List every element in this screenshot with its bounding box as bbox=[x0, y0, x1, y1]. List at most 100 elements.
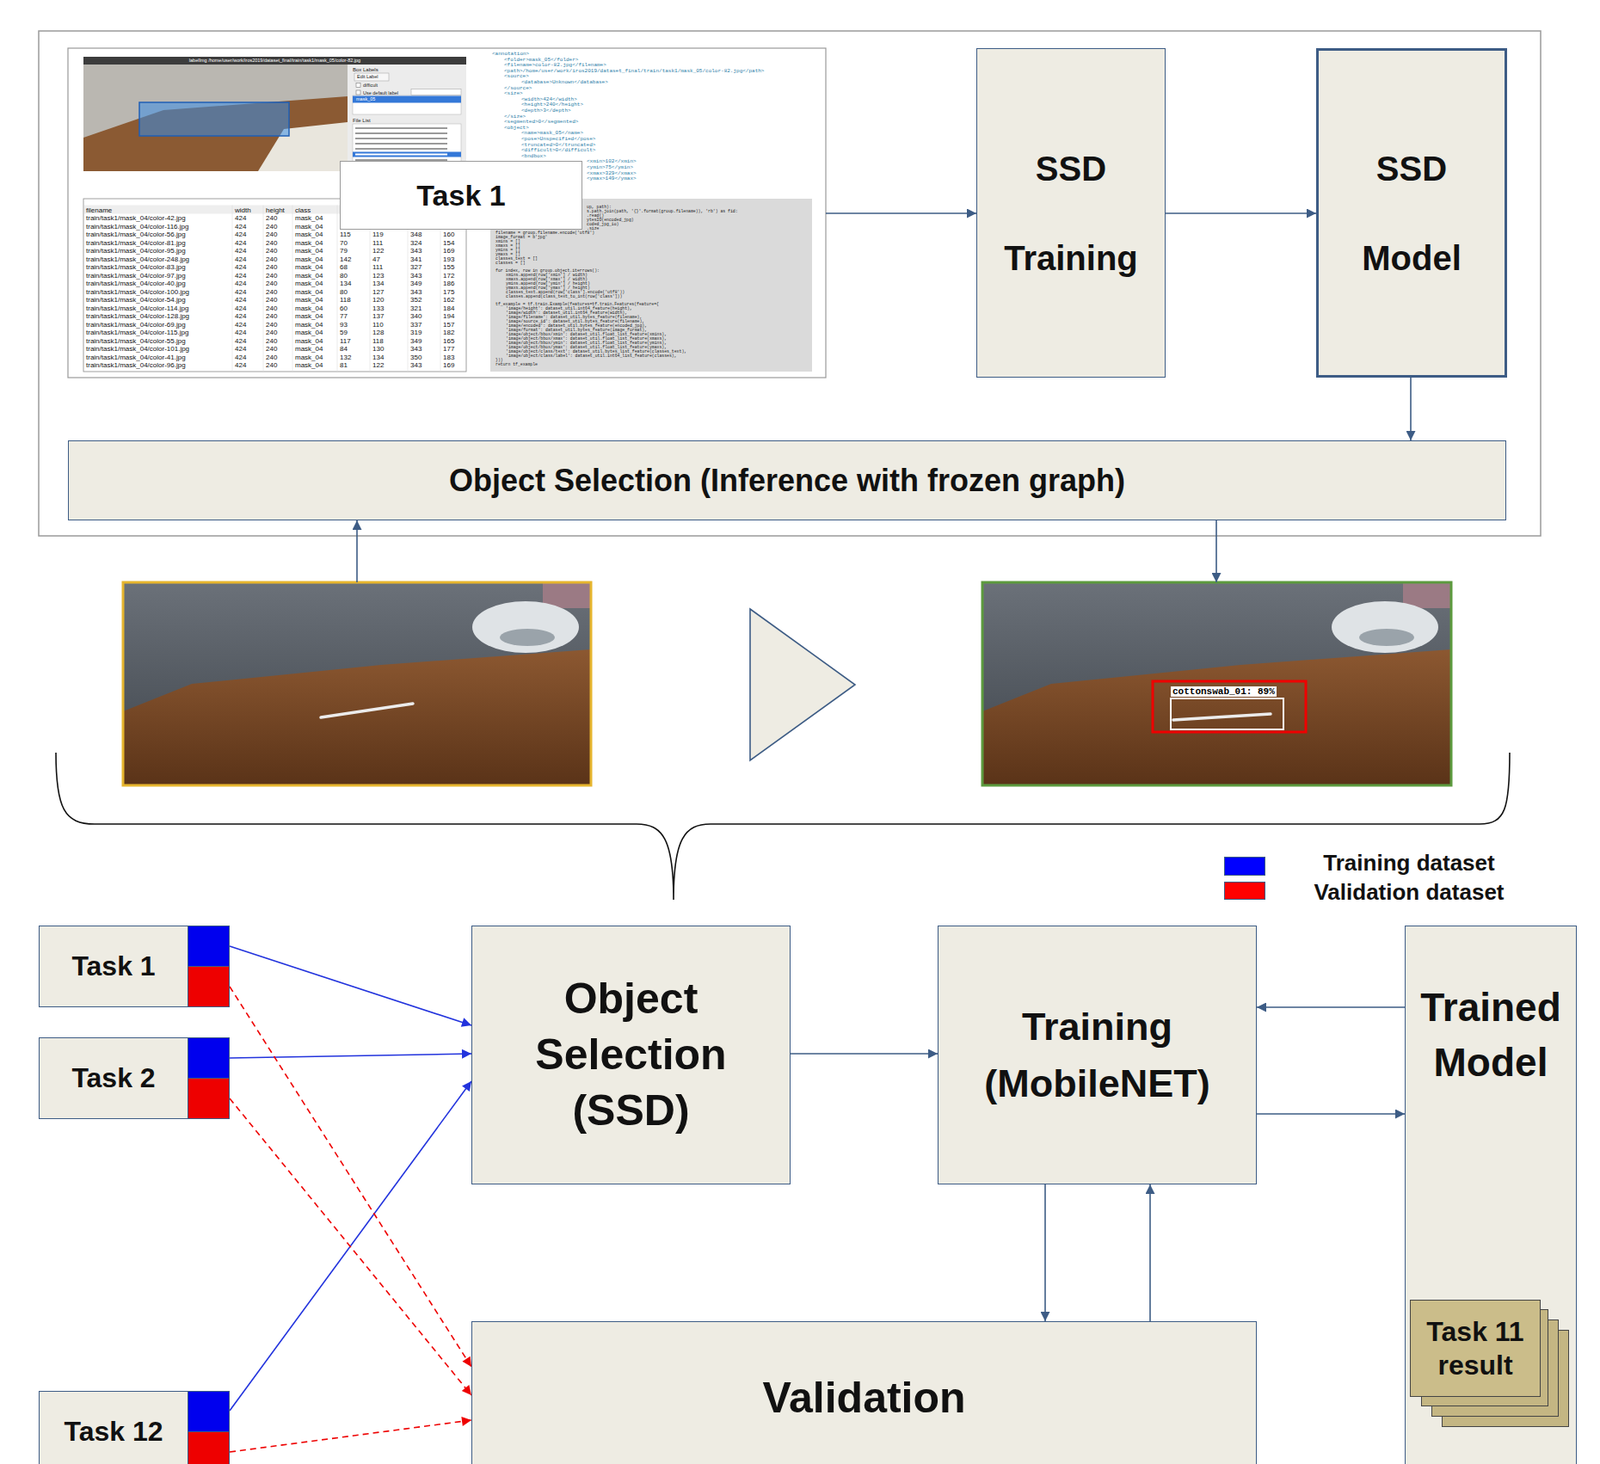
checkbox-label: Use default label bbox=[363, 90, 399, 97]
task-box: Task 12 bbox=[38, 1390, 230, 1464]
table-cell: mask_04 bbox=[295, 288, 323, 297]
table-cell: 240 bbox=[265, 304, 277, 314]
table-cell: mask_04 bbox=[295, 344, 323, 354]
table-cell: 424 bbox=[234, 239, 247, 248]
training-swatch bbox=[187, 1391, 229, 1433]
validation-swatch bbox=[187, 1078, 229, 1120]
table-cell: 122 bbox=[372, 246, 384, 256]
flow-connector bbox=[229, 986, 472, 1367]
task-label-box: Task 1 bbox=[339, 160, 583, 230]
xml-line: <name>mask_05</name> bbox=[521, 130, 584, 137]
xml-line: <path>/home/user/work/iros2019/dataset_f… bbox=[504, 68, 764, 75]
button-label: Edit Label bbox=[356, 73, 378, 80]
checkbox bbox=[356, 83, 361, 88]
table-cell: train/task1/mask_04/color-101.jpg bbox=[86, 344, 190, 354]
table-cell: 240 bbox=[265, 295, 277, 305]
input-field bbox=[411, 89, 462, 96]
table-cell: 80 bbox=[339, 288, 348, 297]
table-cell: 324 bbox=[410, 239, 422, 248]
xml-line: <depth>3</depth> bbox=[521, 108, 572, 115]
code-line: filename = group.filename.encode('utf8') bbox=[495, 230, 595, 235]
list-selection bbox=[352, 152, 462, 158]
code-line: 'image/encoded': dataset_util.bytes_feat… bbox=[505, 323, 647, 328]
table-cell: 160 bbox=[443, 230, 455, 240]
window-title: labelImg /home/user/work/iros2019/datase… bbox=[83, 56, 467, 65]
table-cell: 80 bbox=[339, 271, 348, 281]
text-block: Task 1 bbox=[416, 178, 505, 214]
code-line: xmins.append(row['xmin'] / width) bbox=[505, 272, 588, 277]
table-header: filename bbox=[86, 206, 112, 216]
table-cell: 240 bbox=[265, 214, 277, 223]
text-block: Task 1 bbox=[71, 949, 155, 983]
table-cell: mask_04 bbox=[295, 304, 323, 314]
process-bar: Object Selection (Inference with frozen … bbox=[67, 440, 1507, 521]
table-cell: 424 bbox=[234, 255, 247, 265]
list-box bbox=[352, 95, 462, 115]
table-cell: 240 bbox=[265, 246, 277, 256]
list-selection bbox=[352, 96, 462, 104]
flow-arrow bbox=[356, 520, 358, 583]
xml-line: <bndbox> bbox=[521, 153, 547, 160]
table-cell: 70 bbox=[339, 239, 348, 248]
flow-connector bbox=[790, 1052, 938, 1055]
table-cell: 240 bbox=[265, 271, 277, 281]
table-cell: mask_04 bbox=[295, 255, 323, 265]
table-cell: 424 bbox=[234, 353, 247, 363]
code-line: ytesIO(encoded_jpg) bbox=[586, 217, 634, 222]
result-card: Task 11 result bbox=[1409, 1299, 1541, 1397]
process-box: SSD Training bbox=[976, 48, 1166, 378]
validation-swatch bbox=[187, 966, 229, 1008]
table-grid bbox=[232, 205, 441, 373]
table-cell: 157 bbox=[443, 320, 455, 330]
table-cell: train/task1/mask_04/color-83.jpg bbox=[86, 263, 186, 272]
table-cell: 155 bbox=[443, 263, 455, 272]
table-header: class bbox=[295, 206, 311, 216]
flow-connector bbox=[229, 1053, 472, 1059]
code-line: up, path): bbox=[586, 204, 612, 210]
table-cell: train/task1/mask_04/color-97.jpg bbox=[86, 271, 186, 281]
code-line: 'image/object/class/text': dataset_util.… bbox=[505, 349, 687, 354]
code-line: ymaxs = [] bbox=[495, 252, 521, 257]
table-cell: 133 bbox=[372, 304, 384, 314]
table-cell: mask_04 bbox=[295, 312, 323, 321]
table-cell: 79 bbox=[339, 246, 348, 256]
node-text: Object Selection (Inference with frozen … bbox=[449, 461, 1126, 499]
xml-line: <difficult>0</difficult> bbox=[521, 147, 596, 154]
node-text: Task 1 bbox=[71, 949, 155, 983]
node-text: Object Selection (SSD) bbox=[535, 971, 727, 1139]
xml-line: <size> bbox=[504, 91, 524, 98]
table-cell: mask_04 bbox=[295, 214, 323, 223]
image-wall bbox=[83, 64, 348, 172]
table-cell: 343 bbox=[410, 288, 422, 297]
code-line: classes_text = [] bbox=[495, 256, 538, 261]
text-block: Task 2 bbox=[71, 1061, 155, 1095]
bbox-selection bbox=[139, 102, 290, 136]
code-line: ymins.append(row['ymin'] / height) bbox=[505, 281, 591, 286]
table-cell: 162 bbox=[443, 295, 455, 305]
code-line: 'image/height': dataset_util.int64_featu… bbox=[505, 306, 633, 311]
code-line: 'image/object/class/label': dataset_util… bbox=[505, 353, 677, 358]
code-line: classes_text.append(row['class'].encode(… bbox=[505, 289, 625, 295]
table-cell: 182 bbox=[443, 328, 455, 338]
flow-arrow bbox=[825, 212, 977, 215]
code-line: coded_jpg_io) bbox=[586, 221, 619, 227]
table-cell: mask_04 bbox=[295, 222, 323, 232]
table-cell: 118 bbox=[372, 337, 384, 346]
table-cell: 81 bbox=[339, 361, 348, 370]
table-cell: train/task1/mask_04/color-42.jpg bbox=[86, 214, 186, 223]
table-cell: 93 bbox=[339, 320, 348, 330]
text-block: Training (MobileNET) bbox=[984, 998, 1210, 1112]
table-cell: 424 bbox=[234, 214, 247, 223]
table-cell: 424 bbox=[234, 295, 247, 305]
list-item: mask_05 bbox=[356, 96, 376, 103]
table-cell: 424 bbox=[234, 271, 247, 281]
xml-line: <truncated>0</truncated> bbox=[521, 142, 596, 149]
table-cell: 110 bbox=[372, 320, 384, 330]
table-cell: train/task1/mask_04/color-114.jpg bbox=[86, 304, 189, 314]
flow-connector bbox=[1044, 1184, 1047, 1322]
table-cell: 337 bbox=[410, 320, 422, 330]
panel-heading: File List bbox=[352, 117, 371, 124]
code-line: for index, row in group.object.iterrows(… bbox=[495, 268, 600, 273]
code-line: 'image/object/bbox/xmax': dataset_util.f… bbox=[505, 336, 667, 341]
table-cell: mask_04 bbox=[295, 239, 323, 248]
